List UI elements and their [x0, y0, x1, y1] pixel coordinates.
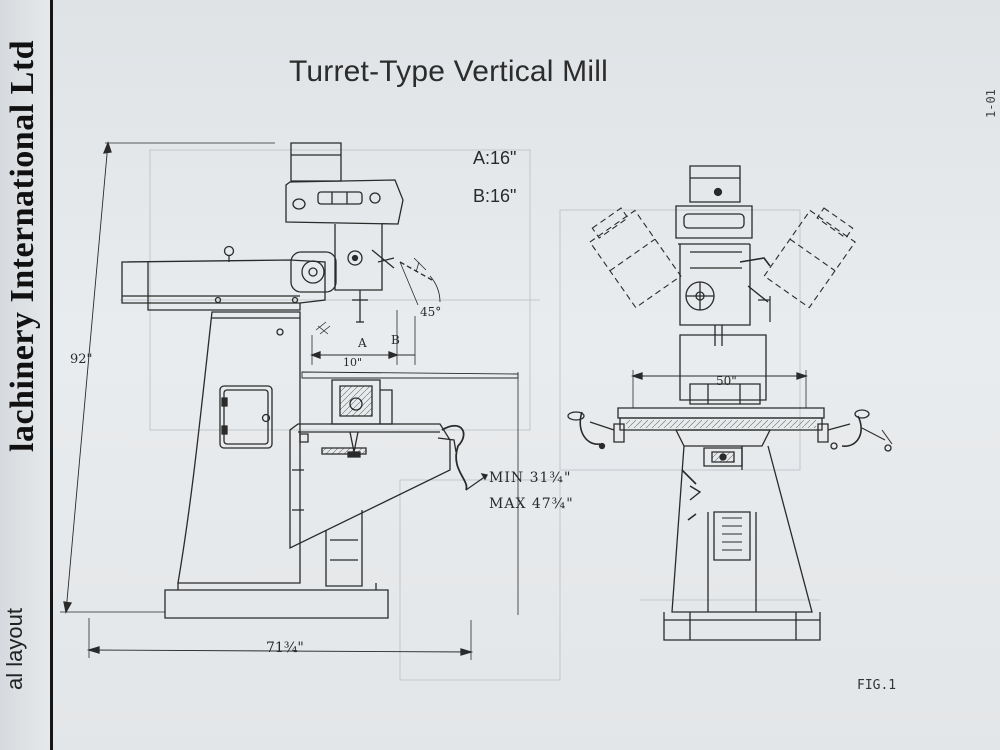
- spec-a-value: A:16": [473, 148, 517, 168]
- head-tilt-angle: 45°: [420, 305, 442, 319]
- spec-b-value: B:16": [473, 186, 517, 206]
- table-length-dimension: 50": [716, 374, 737, 388]
- overall-height-dimension: 92": [70, 352, 93, 367]
- max-height-dimension: MAX 47¾": [489, 496, 574, 512]
- diagram-title: Turret-Type Vertical Mill: [289, 55, 608, 88]
- overall-width-dimension: 71¾": [266, 640, 304, 656]
- figure-label: FIG.1: [857, 678, 897, 693]
- dimension-b-label: B: [391, 333, 400, 347]
- side-view: [60, 143, 518, 660]
- front-view: [568, 166, 892, 640]
- binding-margin: lachinery International Ltd al layout: [0, 0, 53, 750]
- dimension-a-label: A: [358, 336, 367, 350]
- min-height-dimension: MIN 31¾": [489, 470, 572, 486]
- bleed-through-lines: [120, 150, 820, 680]
- ram-reach-dimension: 10": [343, 356, 363, 369]
